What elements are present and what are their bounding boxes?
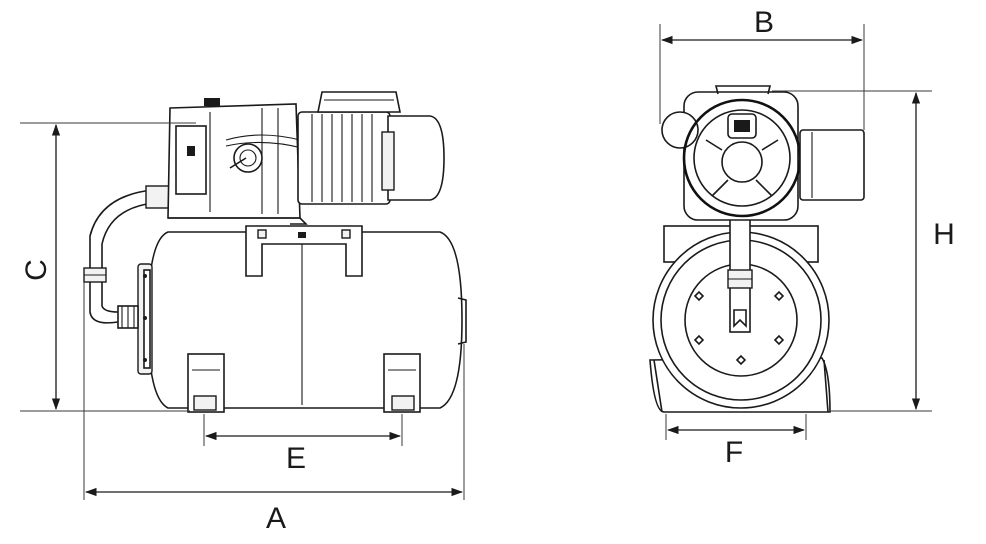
- label-f: F: [725, 436, 743, 469]
- front-view: B H F: [649, 6, 955, 469]
- connection-hose: [83, 185, 173, 329]
- front-pipe: [727, 185, 753, 333]
- dimension-c: C: [20, 122, 196, 412]
- label-c: C: [20, 259, 53, 281]
- dimension-h: H: [772, 90, 955, 412]
- label-e: E: [286, 442, 306, 475]
- front-motor-box: [799, 129, 865, 201]
- dimension-a: A: [83, 282, 465, 535]
- front-pump-head: [661, 85, 802, 221]
- dimension-b: B: [659, 6, 865, 130]
- tank-flange: [137, 263, 153, 375]
- label-h: H: [933, 218, 955, 251]
- dimension-e: E: [203, 414, 403, 475]
- label-a: A: [266, 502, 286, 535]
- pump-unit: [167, 91, 445, 225]
- dimension-f: F: [665, 414, 807, 469]
- pump-bracket: [245, 225, 363, 277]
- tank-feet: [187, 353, 421, 413]
- side-view: C E A: [20, 91, 467, 535]
- label-b: B: [754, 6, 774, 39]
